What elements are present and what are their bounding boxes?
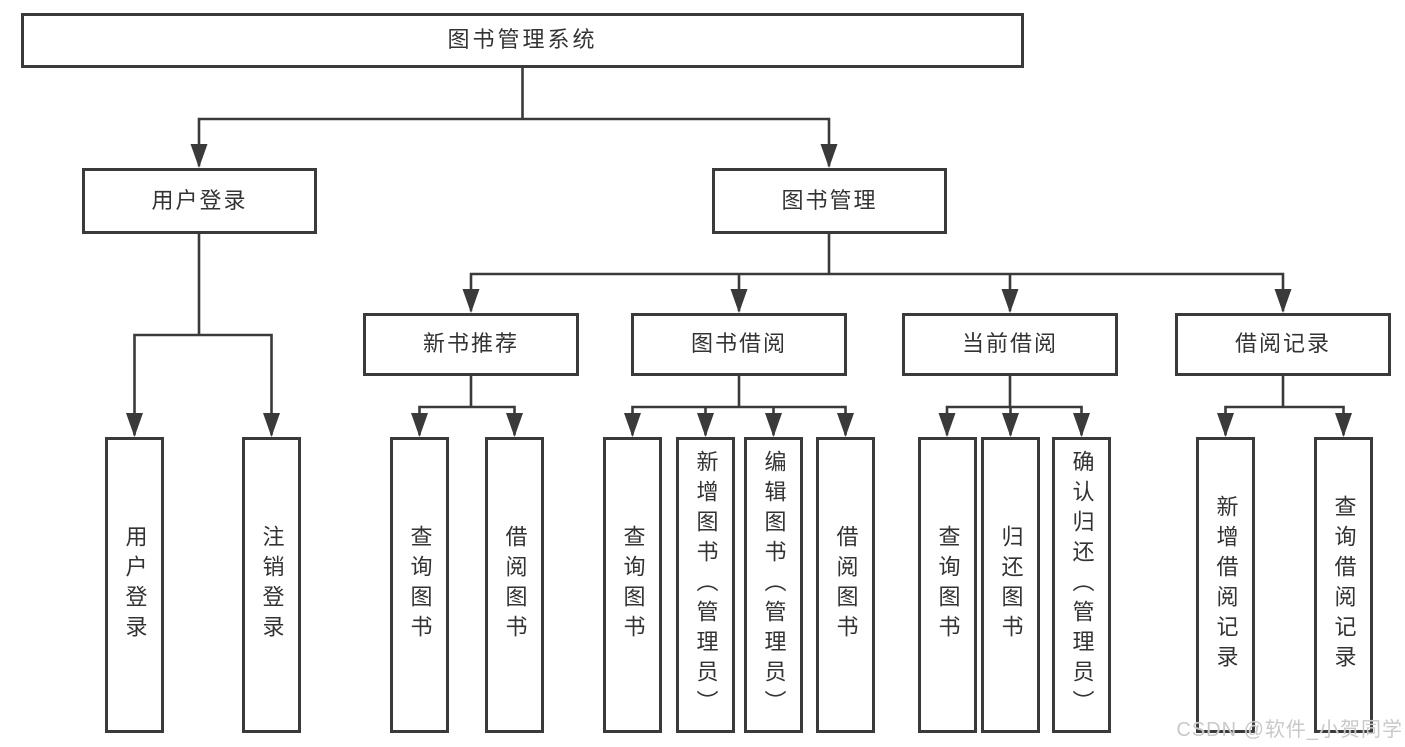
node-label: 查询图书 <box>407 525 433 645</box>
node-label: 借阅图书 <box>502 525 528 645</box>
node-label: 新书推荐 <box>422 331 519 357</box>
connector-paths <box>133 66 1345 436</box>
leaf-query-books-borrow: 查询图书 <box>603 437 662 733</box>
leaf-user-login: 用户登录 <box>105 437 164 733</box>
node-label: 借阅图书 <box>833 525 859 645</box>
node-current-borrowing: 当前借阅 <box>902 313 1118 376</box>
leaf-logout: 注销登录 <box>242 437 301 733</box>
node-label: 归还图书 <box>998 525 1024 645</box>
node-library-management-system: 图书管理系统 <box>21 13 1024 68</box>
node-book-management: 图书管理 <box>712 168 947 234</box>
node-borrowing-records: 借阅记录 <box>1175 313 1391 376</box>
node-label: 图书管理系统 <box>447 27 598 53</box>
node-label: 编辑图书（管理员） <box>761 450 787 720</box>
leaf-return-books: 归还图书 <box>981 437 1040 733</box>
node-user-login: 用户登录 <box>82 168 317 234</box>
leaf-confirm-return-admin: 确认归还（管理员） <box>1052 437 1111 733</box>
leaf-add-books-admin: 新增图书（管理员） <box>676 437 735 733</box>
node-label: 图书借阅 <box>690 331 787 357</box>
leaf-borrow-books-recommend: 借阅图书 <box>485 437 544 733</box>
leaf-add-borrow-record: 新增借阅记录 <box>1196 437 1255 733</box>
leaf-query-books-current: 查询图书 <box>918 437 977 733</box>
node-label: 用户登录 <box>151 187 248 213</box>
node-label: 查询图书 <box>935 525 961 645</box>
node-new-book-recommendation: 新书推荐 <box>363 313 579 376</box>
node-label: 新增借阅记录 <box>1213 495 1239 675</box>
leaf-query-borrow-record: 查询借阅记录 <box>1314 437 1373 733</box>
leaf-edit-books-admin: 编辑图书（管理员） <box>744 437 803 733</box>
leaf-borrow-books-borrow: 借阅图书 <box>816 437 875 733</box>
node-label: 注销登录 <box>259 525 285 645</box>
node-label: 用户登录 <box>122 525 148 645</box>
leaf-query-books-recommend: 查询图书 <box>390 437 449 733</box>
node-label: 借阅记录 <box>1234 331 1331 357</box>
arrowheads <box>126 144 1352 437</box>
node-label: 当前借阅 <box>961 331 1058 357</box>
node-label: 图书管理 <box>781 187 878 213</box>
node-label: 新增图书（管理员） <box>693 450 719 720</box>
node-label: 查询图书 <box>620 525 646 645</box>
node-label: 确认归还（管理员） <box>1069 450 1095 720</box>
node-book-borrowing: 图书借阅 <box>631 313 847 376</box>
node-label: 查询借阅记录 <box>1331 495 1357 675</box>
